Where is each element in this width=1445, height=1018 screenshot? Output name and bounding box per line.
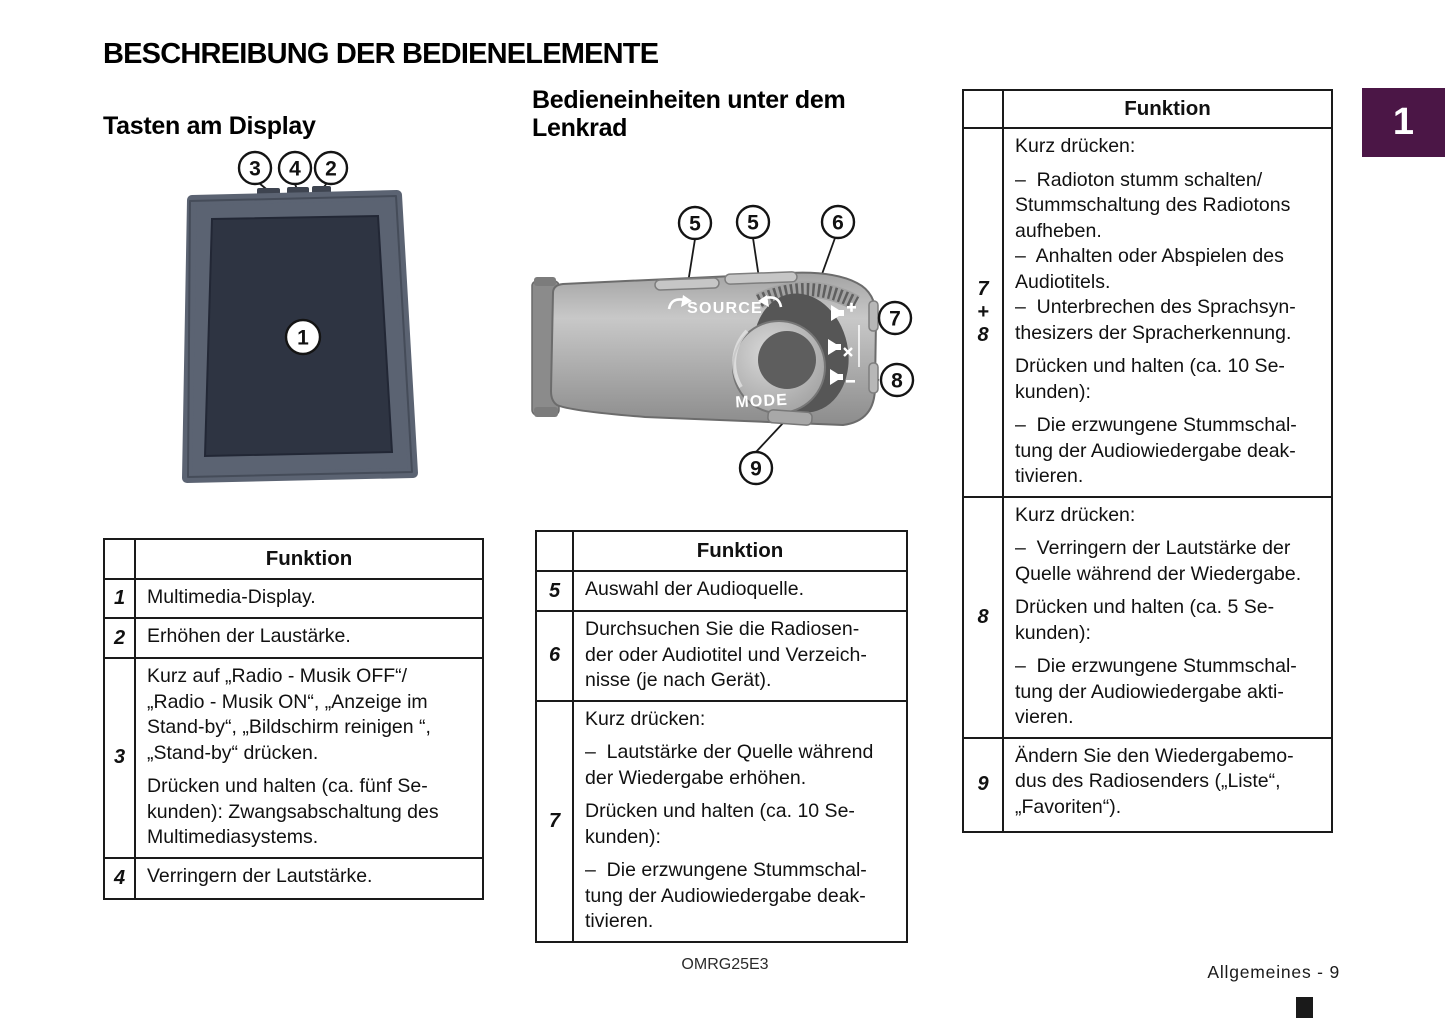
svg-text:2: 2 <box>325 158 337 181</box>
row-number: 3 <box>105 659 136 857</box>
volume-up-button <box>868 300 879 332</box>
callout-9: 9 <box>738 450 774 486</box>
table-header-label: Funktion <box>265 547 353 570</box>
callout-5a: 5 <box>677 205 713 241</box>
mode-button <box>767 409 813 426</box>
volume-down-icon <box>830 369 855 385</box>
function-text: Kurz auf „Radio - Musik OFF“/ „Radio - M… <box>147 665 431 764</box>
table-row-8: 8 Kurz drücken: – Verringern der Lautstä… <box>964 497 1331 739</box>
page-title: BESCHREIBUNG DER BEDIENELEMENTE <box>103 38 659 70</box>
callout-1: 1 <box>284 318 322 356</box>
page-footer: Allgemeines - 9 <box>1207 962 1340 982</box>
stalk-figure: SOURCE MODE 5 5 6 <box>531 204 915 486</box>
volume-up-icon <box>831 302 856 321</box>
table-header-row: Funktion <box>537 532 906 572</box>
function-text: – Die erzwungene Stummschal- tung der Au… <box>1015 655 1297 728</box>
function-text: Kurz drücken: <box>1015 135 1136 157</box>
callout-4: 4 <box>277 150 313 186</box>
callout-8: 8 <box>879 362 915 398</box>
table-header-label: Funktion <box>696 539 784 562</box>
table-corner-cell <box>105 540 136 578</box>
callout-6: 6 <box>820 204 856 240</box>
function-text: – Lautstärke der Quelle während der Wied… <box>585 741 874 789</box>
svg-text:5: 5 <box>747 212 759 235</box>
table-header-label: Funktion <box>1124 97 1211 120</box>
function-text: Durchsuchen Sie die Radiosen- der oder A… <box>585 618 867 691</box>
svg-text:9: 9 <box>750 458 762 481</box>
function-text: Drücken und halten (ca. 10 Se- kunden): <box>1015 355 1285 403</box>
row-number: 8 <box>964 497 1004 737</box>
function-text: – Die erzwungene Stummschal- tung der Au… <box>1015 414 1297 487</box>
function-text: Kurz drücken: <box>585 707 706 730</box>
source-label: SOURCE <box>687 300 763 317</box>
function-text: Drücken und halten (ca. fünf Se- kunden)… <box>147 775 439 848</box>
table-row-5: 5 Auswahl der Audioquelle. <box>537 572 906 612</box>
table-row-6: 6 Durchsuchen Sie die Radiosen- der oder… <box>537 612 906 702</box>
stalk-section-heading: Bedieneinheiten unter dem Lenkrad <box>532 86 846 142</box>
callout-5b: 5 <box>735 204 771 240</box>
table-row-1: 1 Multimedia-Display. <box>105 580 482 619</box>
row-number: 1 <box>105 580 136 617</box>
table-row-3: 3 Kurz auf „Radio - Musik OFF“/ „Radio -… <box>105 659 482 859</box>
table-header-row: Funktion <box>105 540 482 580</box>
chapter-tab: 1 <box>1362 88 1445 157</box>
display-function-table: Funktion 1 Multimedia-Display. 2 Erhöhen… <box>103 538 484 900</box>
callout-7: 7 <box>877 300 913 336</box>
row-number: 7 + 8 <box>964 129 1004 496</box>
function-text: Erhöhen der Laustärke. <box>147 625 351 647</box>
function-text: Verringern der Lautstärke. <box>147 864 373 887</box>
mute-icon <box>828 339 853 357</box>
function-text: Ändern Sie den Wiedergabemo- dus des Rad… <box>1015 744 1294 818</box>
table-row-9: 9 Ändern Sie den Wiedergabemo- dus des R… <box>964 738 1331 831</box>
stalk-image <box>531 271 879 427</box>
function-text: – Die erzwungene Stummschal- tung der Au… <box>585 859 867 932</box>
row-number: 7 <box>537 701 574 941</box>
stalk-function-table: Funktion 5 Auswahl der Audioquelle. 6 Du… <box>535 530 908 943</box>
row-number: 9 <box>964 738 1004 831</box>
svg-text:5: 5 <box>689 213 701 236</box>
display-figure: 3 4 2 1 <box>182 150 418 483</box>
stalk-function-table-2: Funktion 7 + 8 Kurz drücken: – Radioton … <box>962 89 1333 833</box>
print-registration-mark <box>1296 997 1313 1018</box>
table-row-2: 2 Erhöhen der Laustärke. <box>105 619 482 659</box>
callout-2: 2 <box>313 150 349 186</box>
table-row-4: 4 Verringern der Lautstärke. <box>105 858 482 898</box>
svg-text:6: 6 <box>832 212 844 235</box>
function-text: Drücken und halten (ca. 5 Se- kunden): <box>1015 596 1275 644</box>
volume-down-button <box>868 362 879 394</box>
table-corner-cell <box>537 532 574 570</box>
svg-text:3: 3 <box>249 158 261 181</box>
table-header-row: Funktion <box>964 91 1331 129</box>
figure-code: OMRG25E3 <box>681 956 769 973</box>
function-text: Auswahl der Audioquelle. <box>585 578 804 600</box>
svg-text:4: 4 <box>289 158 301 181</box>
function-text: Multimedia-Display. <box>147 586 316 608</box>
svg-text:8: 8 <box>891 370 903 393</box>
back-arrow-icon <box>758 295 783 308</box>
table-corner-cell <box>964 91 1004 127</box>
svg-text:1: 1 <box>297 327 309 350</box>
table-row-7: 7 Kurz drücken: – Lautstärke der Quelle … <box>537 701 906 941</box>
function-text: – Radioton stumm schalten/ Stummschaltun… <box>1015 168 1296 344</box>
display-section-heading: Tasten am Display <box>103 112 316 140</box>
source-buttons <box>654 271 798 291</box>
svg-text:7: 7 <box>889 308 901 331</box>
function-text: Drücken und halten (ca. 10 Se- kunden): <box>585 800 855 848</box>
row-number: 2 <box>105 619 136 657</box>
function-text: – Verringern der Lautstärke der Quelle w… <box>1015 537 1302 585</box>
function-text: Kurz drücken: <box>1015 503 1136 526</box>
callout-3: 3 <box>237 150 273 186</box>
row-number: 6 <box>537 612 574 700</box>
mode-label: MODE <box>735 392 789 412</box>
table-row-7-8: 7 + 8 Kurz drücken: – Radioton stumm sch… <box>964 129 1331 498</box>
row-number: 5 <box>537 572 574 610</box>
row-number: 4 <box>105 858 136 898</box>
source-cycle-icon <box>667 295 692 310</box>
